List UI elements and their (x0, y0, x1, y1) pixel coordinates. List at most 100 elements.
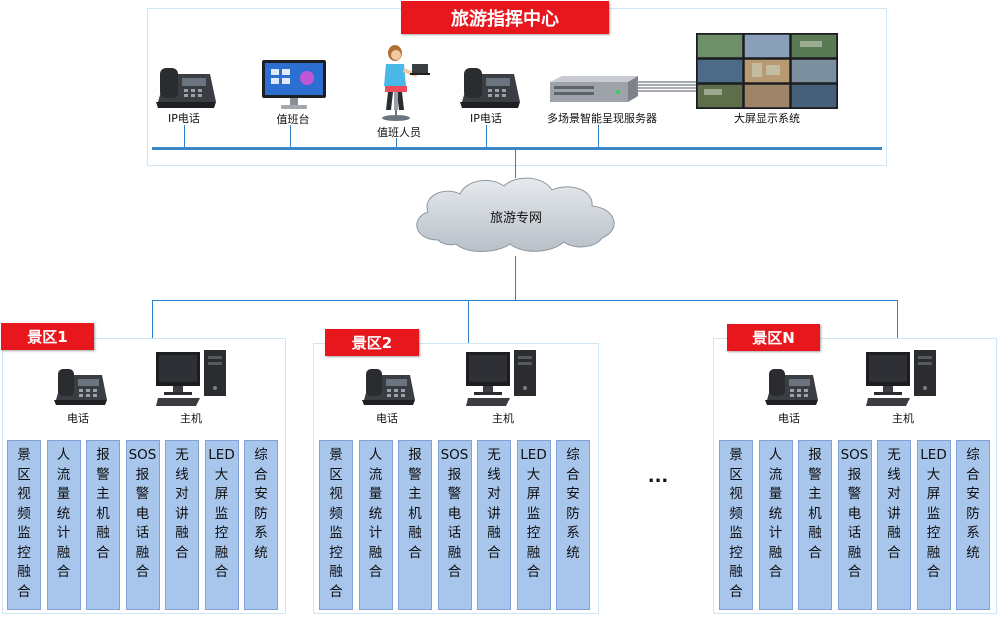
module-char: 屏 (526, 486, 541, 502)
module-char: 区 (729, 466, 743, 483)
module-char: 合 (408, 544, 422, 561)
module-char: 监 (729, 525, 743, 541)
module-char: LED (520, 447, 547, 463)
module-column: 报警主机融合 (398, 440, 432, 610)
module-char: SOS (128, 447, 157, 463)
module-char: 合 (926, 564, 941, 580)
module-char: 计 (368, 525, 383, 541)
module-char: 讲 (487, 505, 501, 522)
module-char: 合 (135, 564, 150, 580)
module-char: 安 (966, 486, 980, 502)
module-char: 人 (368, 447, 383, 463)
center-to-cloud-line (515, 150, 516, 178)
module-char: 监 (329, 525, 343, 541)
module-char: 主 (408, 486, 422, 502)
module-char: 话 (847, 525, 862, 541)
zone-2-host-label: 主机 (492, 412, 514, 425)
module-char: SOS (440, 447, 469, 463)
zone-n-host-label: 主机 (892, 412, 914, 425)
module-char: 统 (566, 544, 580, 561)
module-char: 流 (368, 466, 383, 483)
zone-2-phone-label: 电话 (376, 412, 398, 425)
monitor-icon (262, 60, 326, 109)
drop-ip-phone-right (486, 125, 487, 147)
zone-n-phone-label: 电话 (778, 412, 800, 425)
module-char: 景 (729, 447, 743, 463)
module-char: 量 (768, 486, 783, 502)
module-char: 流 (768, 466, 783, 483)
module-char: SOS (840, 447, 869, 463)
module-char: 主 (808, 486, 822, 502)
module-char: LED (208, 447, 235, 463)
server-label: 多场景智能呈现服务器 (547, 112, 657, 125)
module-char: 融 (408, 525, 422, 541)
module-char: 控 (17, 544, 31, 561)
module-char: 报 (847, 466, 862, 483)
module-char: 警 (96, 466, 110, 483)
module-char: 报 (96, 447, 110, 463)
module-char: 讲 (175, 505, 189, 522)
module-char: 频 (17, 505, 31, 522)
video-wall-icon (696, 33, 838, 109)
desktop-computer-icon (156, 350, 226, 406)
module-char: 大 (214, 466, 229, 483)
ip-phone-right-label: IP电话 (470, 112, 502, 125)
module-char: 频 (729, 505, 743, 522)
module-char: 系 (566, 525, 580, 541)
module-column: 综合安防系统 (556, 440, 590, 610)
module-char: 融 (926, 544, 941, 561)
module-char: 合 (887, 544, 901, 561)
scenic-zone-n-title: 景区N (727, 324, 820, 351)
module-char: 景 (17, 447, 31, 463)
module-char: 合 (368, 564, 383, 580)
module-char: 电 (847, 505, 862, 522)
module-char: 综 (254, 447, 268, 463)
module-char: LED (920, 447, 947, 463)
module-char: 融 (447, 544, 462, 561)
module-char: 融 (17, 564, 31, 580)
module-char: 大 (526, 466, 541, 483)
module-char: 合 (847, 564, 862, 580)
module-char: 人 (56, 447, 71, 463)
drop-server (598, 125, 599, 147)
module-char: 机 (808, 505, 822, 522)
module-char: 话 (135, 525, 150, 541)
module-char: 合 (768, 564, 783, 580)
module-char: 统 (966, 544, 980, 561)
module-char: 防 (966, 505, 980, 522)
module-char: 融 (768, 544, 783, 561)
module-column: 综合安防系统 (956, 440, 990, 610)
module-column: 人流量统计融合 (358, 440, 393, 610)
cloud-icon (416, 177, 615, 252)
module-char: 合 (96, 544, 110, 561)
module-char: 大 (926, 466, 941, 483)
module-char: 屏 (214, 486, 229, 502)
module-char: 频 (329, 505, 343, 522)
module-char: 系 (966, 525, 980, 541)
module-char: 警 (135, 486, 150, 502)
module-char: 人 (768, 447, 783, 463)
module-char: 屏 (926, 486, 941, 502)
module-char: 景 (329, 447, 343, 463)
module-char: 安 (566, 486, 580, 502)
scenic-zone-1-title: 景区1 (1, 323, 94, 350)
module-char: 对 (487, 486, 501, 502)
module-char: 融 (887, 525, 901, 541)
module-char: 机 (96, 505, 110, 522)
module-char: 报 (447, 466, 462, 483)
module-column: 人流量统计融合 (758, 440, 793, 610)
zone-1-phone-label: 电话 (67, 412, 89, 425)
module-char: 控 (729, 544, 743, 561)
module-char: 流 (56, 466, 71, 483)
cloud-to-branch-line (515, 256, 516, 300)
module-char: 报 (808, 447, 822, 463)
module-char: 合 (447, 564, 462, 580)
module-char: 融 (329, 564, 343, 580)
phone-icon (362, 369, 415, 405)
module-char: 控 (926, 525, 941, 541)
module-column: 无线对讲融合 (877, 440, 911, 610)
module-column: 景区视频监控融合 (319, 440, 353, 610)
